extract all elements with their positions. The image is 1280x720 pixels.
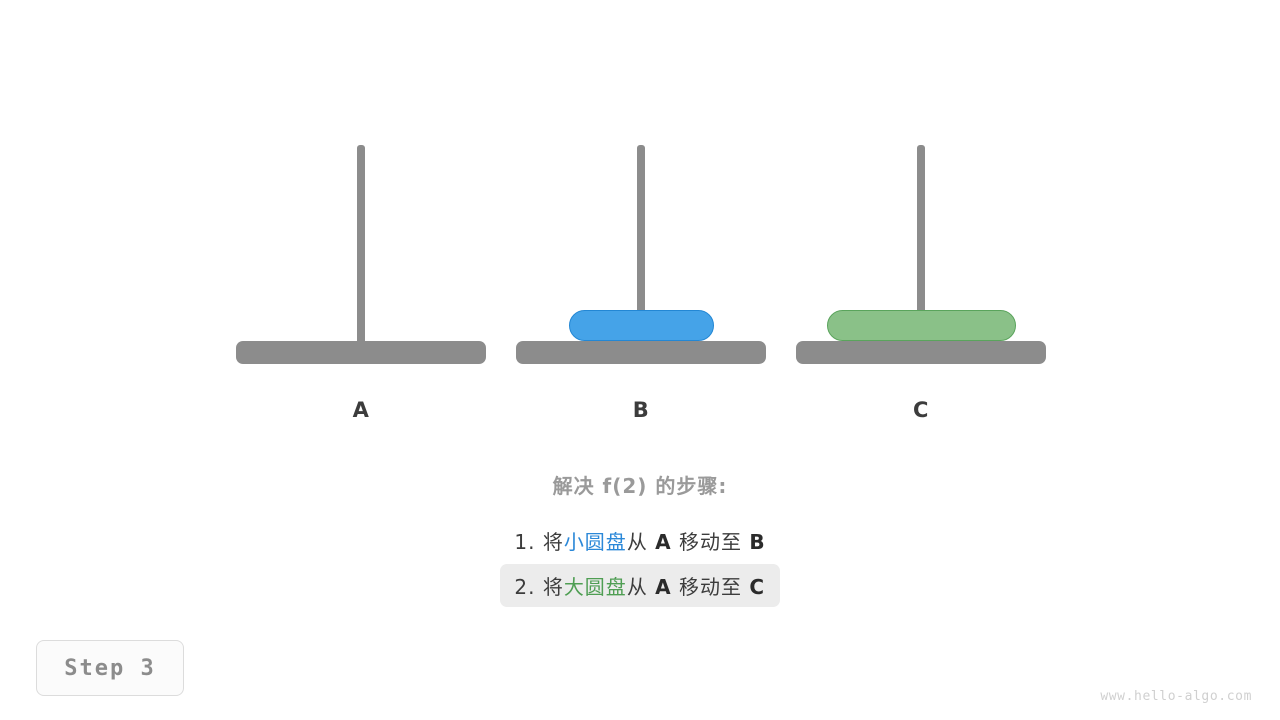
step-item-2: 2. 将大圆盘从 A 移动至 C bbox=[500, 564, 780, 607]
watermark: www.hello-algo.com bbox=[1100, 689, 1252, 704]
step-item-1: 1. 将小圆盘从 A 移动至 B bbox=[500, 519, 779, 562]
step-1-move-text: 移动至 bbox=[679, 530, 743, 554]
peg-label-b: B bbox=[632, 398, 650, 422]
peg-rod-b bbox=[637, 145, 645, 357]
peg-rod-c bbox=[917, 145, 925, 357]
step-badge: Step 3 bbox=[36, 640, 184, 696]
peg-base-a bbox=[236, 341, 486, 364]
peg-label-a: A bbox=[352, 398, 370, 422]
step-2-source-peg: A bbox=[655, 575, 672, 599]
step-2-target-peg: C bbox=[749, 575, 766, 599]
tower-b: B bbox=[516, 140, 766, 430]
step-1-verb: 将 bbox=[542, 530, 564, 554]
disk-small-on-b bbox=[568, 310, 714, 341]
caption-title: 解决 f(2) 的步骤: bbox=[552, 474, 728, 498]
step-2-from-text: 从 bbox=[626, 575, 648, 599]
step-1-source-peg: A bbox=[655, 530, 672, 554]
step-1-disk-name: 小圆盘 bbox=[563, 530, 627, 554]
caption-block: 解决 f(2) 的步骤: 1. 将小圆盘从 A 移动至 B 2. 将大圆盘从 A… bbox=[0, 470, 1280, 609]
step-1-target-peg: B bbox=[749, 530, 766, 554]
step-2-disk-name: 大圆盘 bbox=[563, 575, 627, 599]
step-2-number: 2. bbox=[514, 575, 536, 599]
step-2-move-text: 移动至 bbox=[679, 575, 743, 599]
peg-label-c: C bbox=[913, 398, 929, 422]
disk-large-on-c bbox=[826, 310, 1016, 341]
peg-base-c bbox=[796, 341, 1046, 364]
step-1-from-text: 从 bbox=[626, 530, 648, 554]
tower-c: C bbox=[796, 140, 1046, 430]
step-2-verb: 将 bbox=[542, 575, 564, 599]
steps-list: 1. 将小圆盘从 A 移动至 B 2. 将大圆盘从 A 移动至 C bbox=[500, 519, 780, 609]
step-1-number: 1. bbox=[514, 530, 536, 554]
peg-rod-a bbox=[357, 145, 365, 357]
peg-base-b bbox=[516, 341, 766, 364]
tower-a: A bbox=[236, 140, 486, 430]
